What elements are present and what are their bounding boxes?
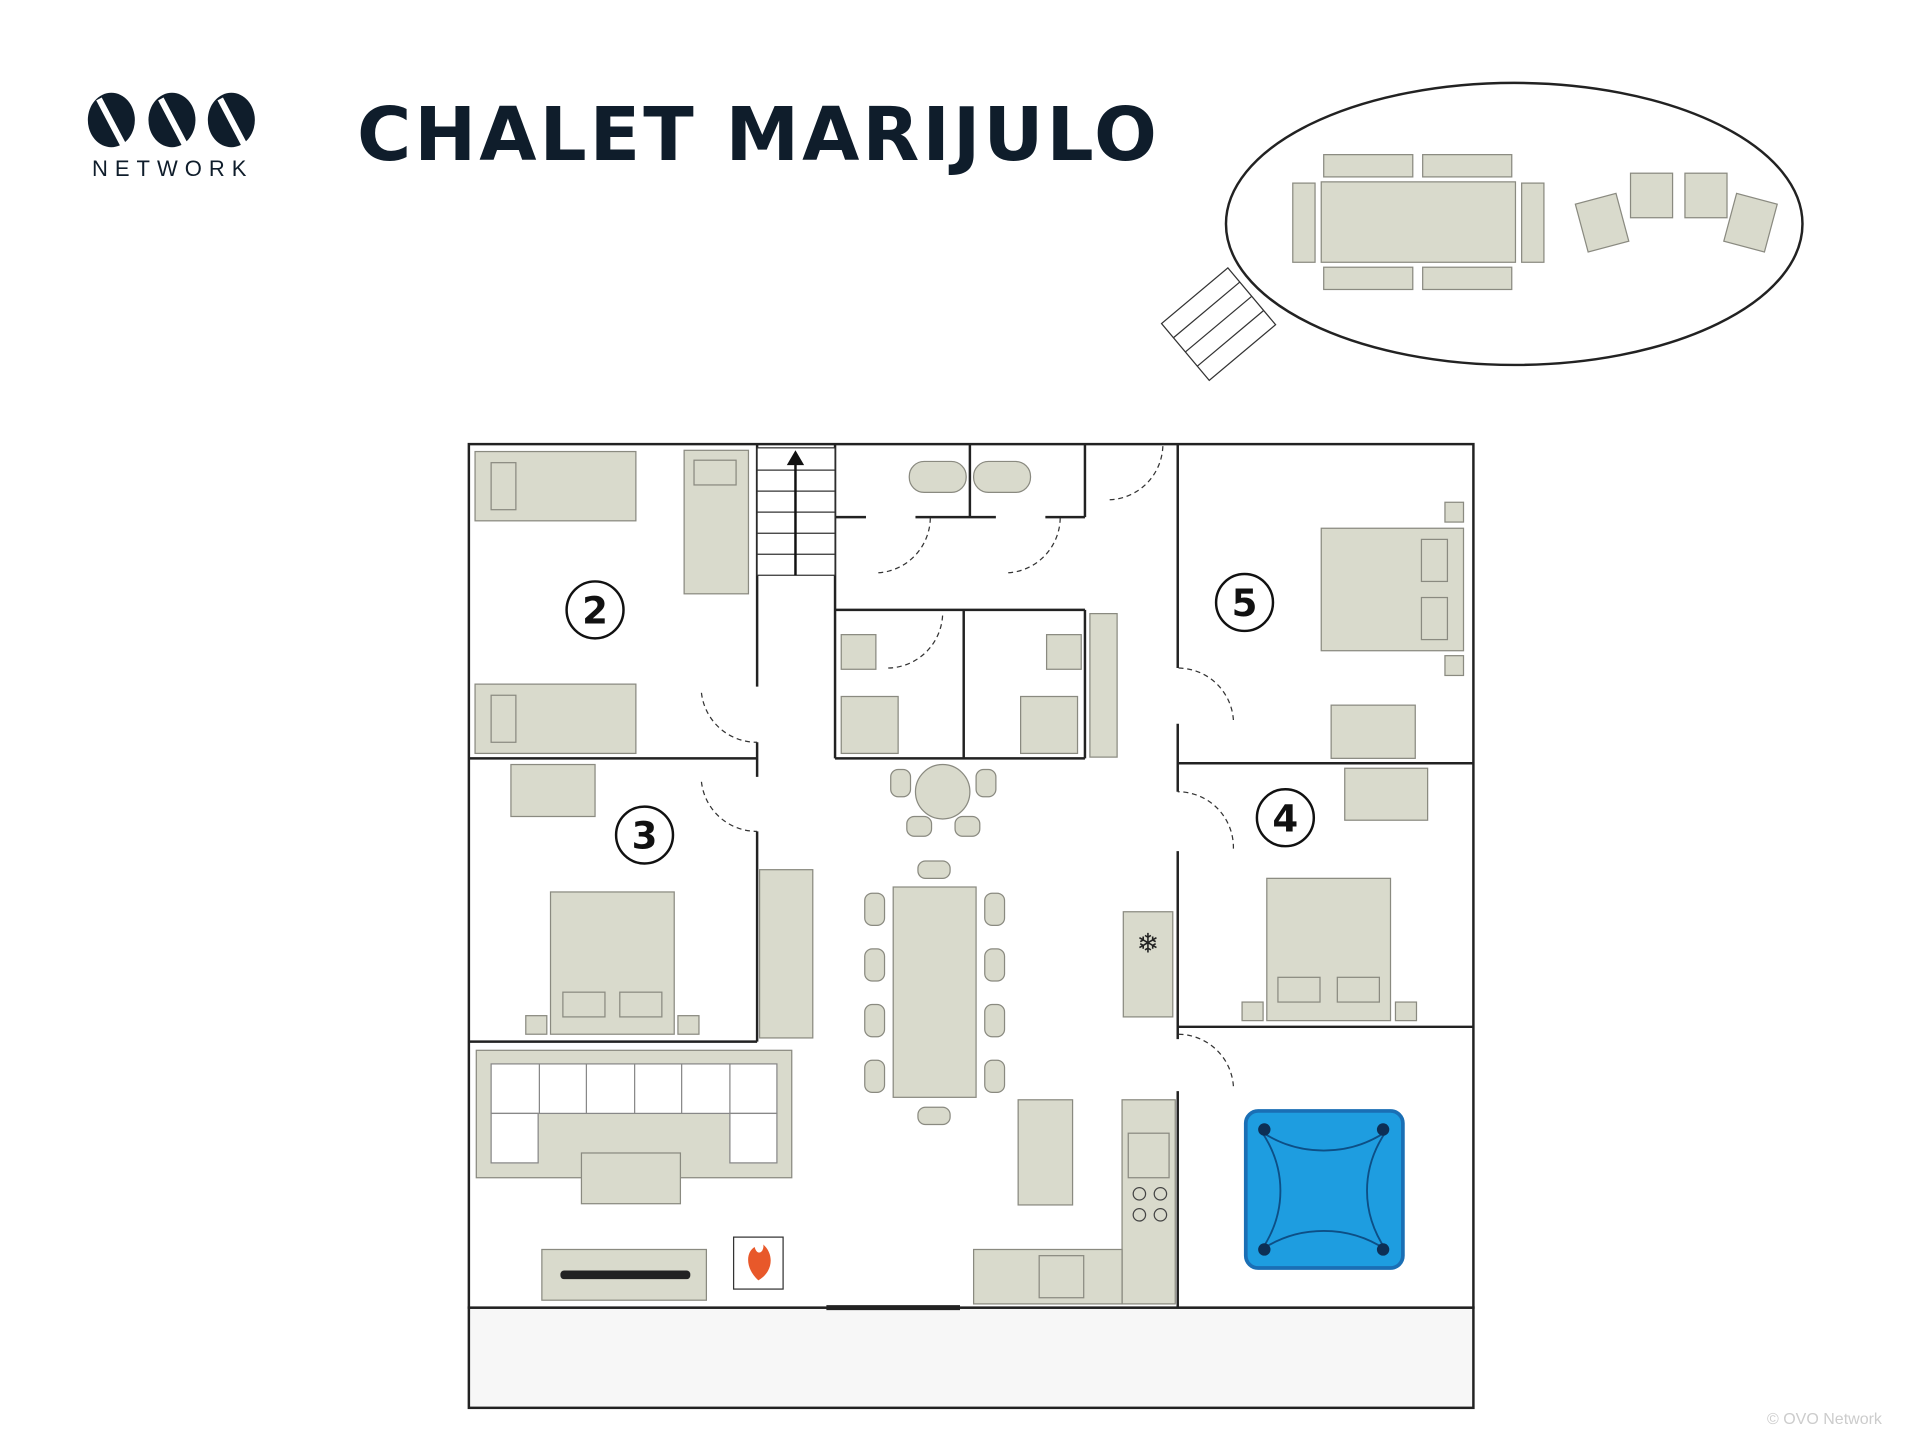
wardrobe xyxy=(758,869,814,1039)
shower xyxy=(1020,695,1079,755)
room-2-label: 2 xyxy=(565,580,625,640)
staircase xyxy=(756,447,836,576)
internal-walls xyxy=(468,444,1474,1308)
front-terrace xyxy=(467,1306,1475,1410)
room-4-label: 4 xyxy=(1255,788,1316,848)
terrace xyxy=(1160,81,1804,382)
svg-text:5: 5 xyxy=(1232,582,1258,625)
desk xyxy=(1344,767,1429,821)
cooktop xyxy=(1132,1187,1168,1222)
round-table xyxy=(914,763,971,820)
sectional-sofa xyxy=(475,1049,793,1179)
hot-tub xyxy=(1243,1109,1405,1270)
desk xyxy=(510,763,596,818)
svg-text:3: 3 xyxy=(632,815,658,858)
sink xyxy=(1045,634,1082,670)
room-5-label: 5 xyxy=(1214,572,1275,633)
svg-text:2: 2 xyxy=(582,590,608,633)
page-title: CHALET MARIJULO xyxy=(357,92,1160,178)
outdoor-table xyxy=(1320,181,1517,263)
dining-table xyxy=(892,886,977,1098)
svg-text:4: 4 xyxy=(1272,797,1298,840)
door-swings xyxy=(700,444,1235,1087)
tv xyxy=(560,1270,691,1280)
shower xyxy=(840,695,899,755)
toilet xyxy=(908,460,967,493)
copyright: © OVO Network xyxy=(1767,1411,1882,1428)
radiator xyxy=(1089,612,1118,758)
sun-loungers xyxy=(1574,172,1778,253)
toilet xyxy=(972,460,1032,493)
kitchen-sink xyxy=(1038,1255,1085,1299)
kitchen-island xyxy=(1017,1099,1074,1206)
dining-chairs xyxy=(864,768,1006,1126)
fridge-freezer xyxy=(1122,911,1174,1018)
room-3-label: 3 xyxy=(614,805,675,865)
logo-text: NETWORK xyxy=(92,156,254,181)
sink xyxy=(840,634,877,670)
microwave xyxy=(1127,1132,1170,1179)
terrace-stairs xyxy=(1160,266,1277,382)
kitchen-counter xyxy=(1121,1099,1176,1305)
snowflake-icon: ❄ xyxy=(1137,928,1160,959)
ovo-logo-icon xyxy=(87,92,255,148)
coffee-table xyxy=(580,1152,682,1205)
desk xyxy=(1330,704,1416,759)
fire-icon xyxy=(748,1244,771,1281)
